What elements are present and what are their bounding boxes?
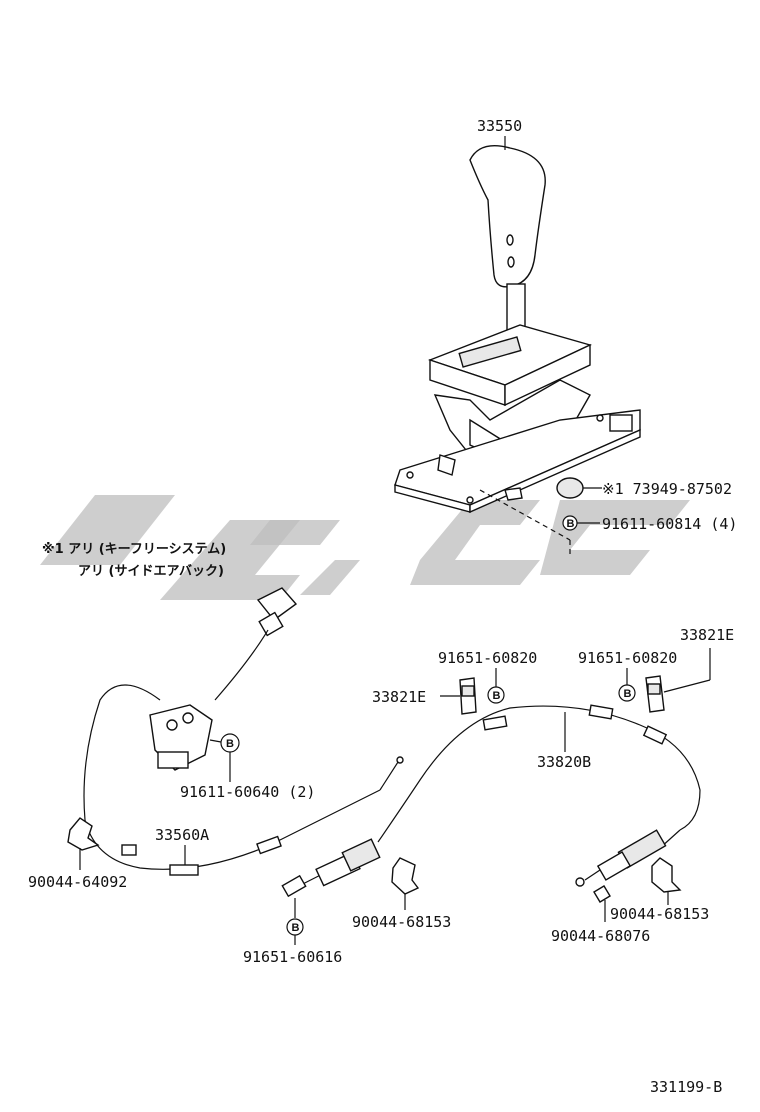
label-clip-left: 90044-64092 bbox=[28, 873, 127, 891]
label-bracket-left: 33821E bbox=[372, 688, 426, 706]
note-line-1: ※1 アリ (キーフリーシステム) bbox=[42, 542, 226, 557]
shift-knob bbox=[469, 145, 546, 355]
label-plug: ※1 73949-87502 bbox=[602, 480, 732, 498]
label-clip-right: 90044-68153 bbox=[610, 905, 709, 923]
leader-dashed bbox=[479, 489, 571, 541]
footer-code: 331199-B bbox=[650, 1078, 722, 1096]
b-marker-base-text: B bbox=[567, 518, 575, 530]
clip-right-part bbox=[651, 857, 682, 893]
label-bolt-bracket-left: 91651-60820 bbox=[438, 649, 537, 667]
leader-bracket-right bbox=[663, 679, 711, 693]
label-knob: 33550 bbox=[477, 117, 522, 135]
label-bracket-right: 33821E bbox=[680, 626, 734, 644]
clip-right2-part bbox=[593, 885, 611, 903]
label-lock-cable: 33560A bbox=[155, 826, 209, 844]
watermark-logo bbox=[40, 495, 690, 600]
b-marker-lock-text: B bbox=[226, 738, 234, 750]
label-bolt-cable-end: 91651-60616 bbox=[243, 948, 342, 966]
b-marker-cable-end-text: B bbox=[292, 922, 300, 934]
label-bolt-lock: 91611-60640 (2) bbox=[180, 783, 315, 801]
label-bolt-base: 91611-60814 (4) bbox=[602, 515, 737, 533]
b-marker-bracket-right-text: B bbox=[624, 688, 632, 700]
label-bolt-bracket-right: 91651-60820 bbox=[578, 649, 677, 667]
label-clip-mid: 90044-68153 bbox=[352, 913, 451, 931]
label-clip-right2: 90044-68076 bbox=[551, 927, 650, 945]
clip-mid-part bbox=[391, 857, 420, 895]
b-marker-bracket-left-text: B bbox=[493, 690, 501, 702]
shift-cable-assembly bbox=[294, 704, 701, 889]
note-line-2: アリ (サイドエアバック) bbox=[78, 564, 224, 579]
lock-cable-assembly bbox=[83, 587, 404, 876]
cable-end bbox=[281, 874, 307, 898]
clip-left-part bbox=[67, 817, 100, 851]
bracket-right-detail bbox=[647, 683, 661, 695]
leader-bolt-lock-2 bbox=[209, 739, 222, 743]
label-shift-cable: 33820B bbox=[537, 753, 591, 771]
plug-part bbox=[556, 477, 584, 499]
shift-lever-assembly bbox=[394, 324, 641, 514]
bracket-left-detail bbox=[461, 685, 475, 697]
